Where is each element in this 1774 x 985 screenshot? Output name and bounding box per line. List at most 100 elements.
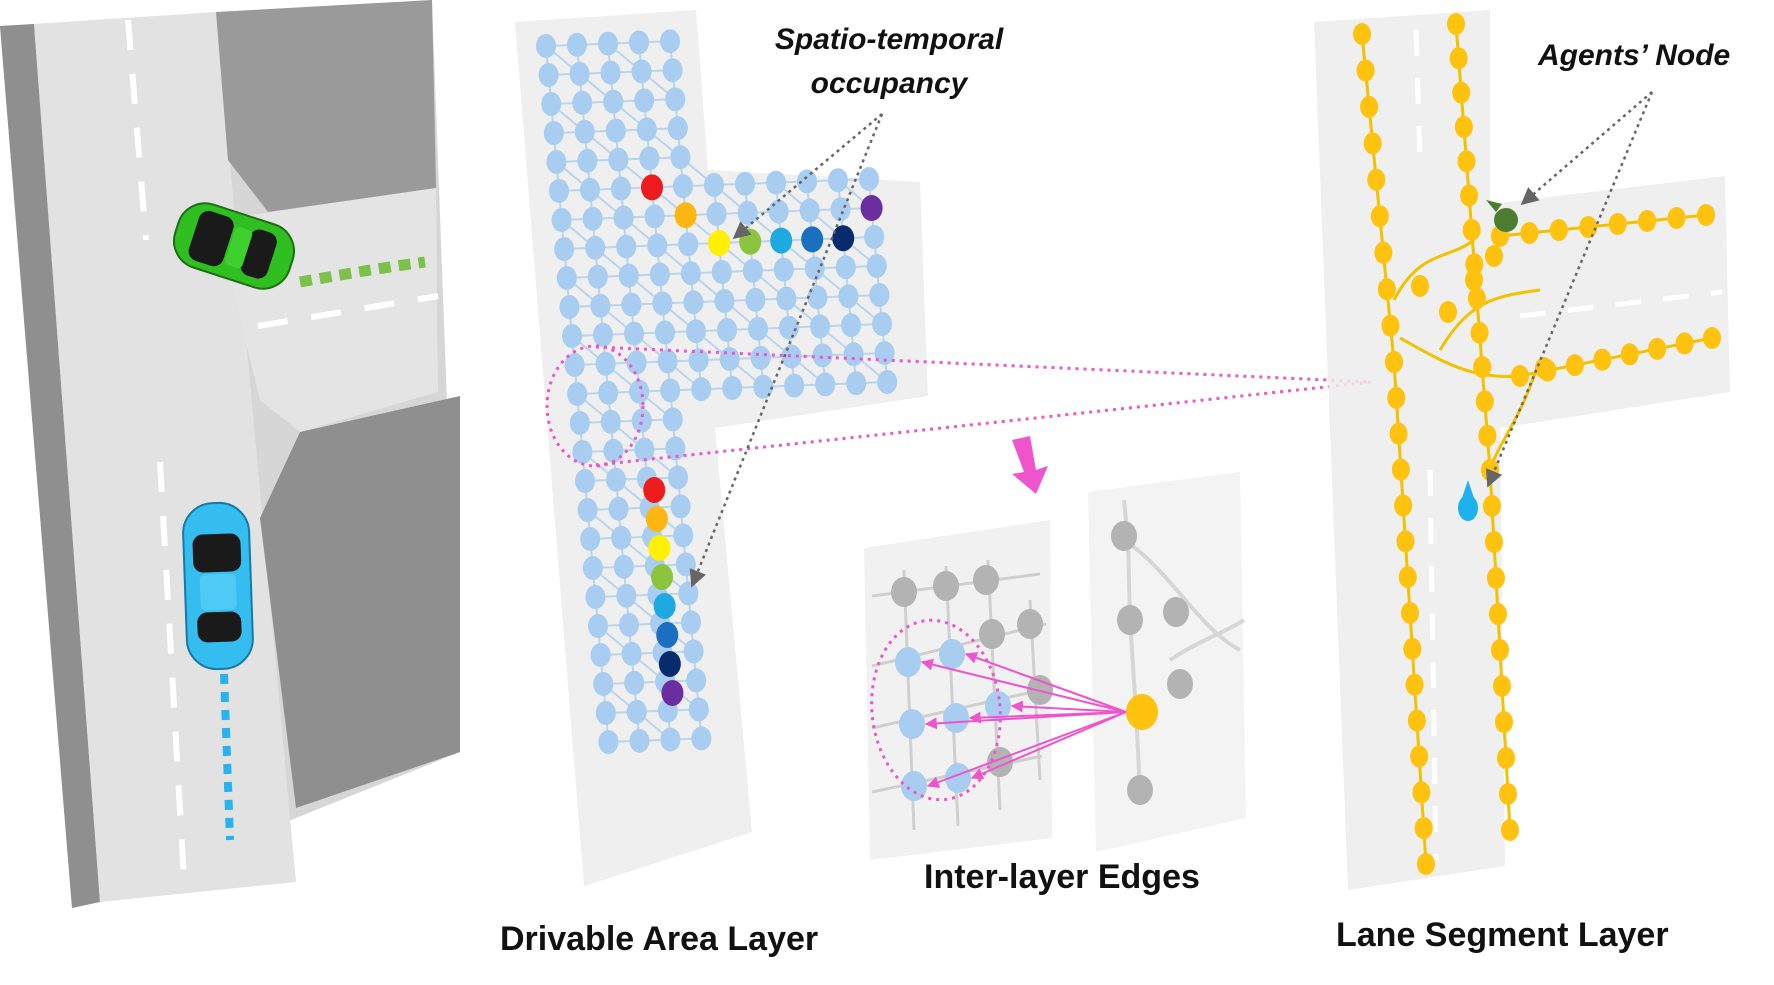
lane-node	[1489, 603, 1507, 625]
grid-node	[781, 344, 802, 369]
lane-node	[1465, 269, 1483, 291]
grid-node	[538, 63, 559, 87]
lane-node	[1389, 422, 1408, 445]
lane-node	[1412, 781, 1431, 804]
lane-node	[1491, 639, 1509, 661]
lane-node	[1473, 356, 1492, 379]
grid-node	[686, 319, 706, 344]
local-grid-node	[901, 771, 927, 801]
grid-node	[711, 260, 732, 284]
lane-node	[1356, 59, 1375, 82]
grid-node	[655, 320, 675, 345]
grid-node	[665, 436, 686, 461]
lane-node	[1405, 673, 1424, 696]
lane-node	[1411, 275, 1429, 297]
grid-node	[673, 174, 693, 199]
grid-node	[678, 581, 699, 606]
grid-node	[613, 554, 634, 579]
local-grid-node	[899, 709, 925, 739]
grid-node	[574, 119, 595, 144]
lane-node	[1667, 207, 1686, 229]
grid-node	[541, 92, 562, 116]
local-lane-node	[1127, 775, 1153, 805]
occupancy-node	[651, 563, 674, 590]
lane-segment-layer	[1314, 10, 1730, 890]
blue-agent-marker-icon	[1458, 480, 1478, 521]
drivable-area-layer	[515, 10, 928, 886]
lane-node	[1410, 745, 1429, 768]
grid-node	[616, 583, 637, 608]
grid-node	[675, 552, 696, 577]
green-agent-marker-icon	[1486, 200, 1518, 232]
grid-node	[828, 168, 848, 193]
lane-node	[1394, 494, 1413, 517]
lane-node	[1381, 314, 1400, 337]
inter-layer-edge	[968, 711, 1127, 724]
grid-node	[673, 523, 694, 548]
grid-node	[593, 322, 613, 347]
occupancy-node	[739, 228, 762, 255]
occupancy-node	[656, 621, 679, 648]
lane-node	[1367, 168, 1386, 191]
grid-node	[662, 407, 683, 432]
grid-node	[704, 173, 724, 197]
grid-node	[616, 234, 637, 259]
grid-node	[683, 639, 704, 664]
grid-node	[804, 256, 825, 281]
grid-node	[776, 286, 797, 311]
lane-node	[1370, 205, 1389, 228]
grid-node	[799, 198, 820, 223]
inter-layer-local-nodes	[891, 521, 1193, 805]
grid-node	[866, 254, 887, 278]
grid-node	[742, 258, 763, 283]
grid-node	[660, 29, 680, 54]
grid-node	[665, 87, 686, 112]
grid-node	[830, 197, 851, 222]
grid-node	[556, 266, 577, 290]
lane-node	[1414, 817, 1433, 840]
grid-node	[766, 170, 786, 195]
grid-node	[807, 285, 828, 310]
grid-node	[543, 121, 564, 145]
lane-node	[1648, 337, 1667, 360]
lane-node	[1398, 566, 1417, 589]
projection-lines	[595, 345, 1373, 467]
lane-node	[1417, 853, 1435, 875]
lane-node	[1447, 13, 1465, 35]
occupancy-node	[801, 226, 824, 253]
lane-segment-nodes	[1353, 13, 1721, 875]
occupancy-node	[648, 534, 671, 561]
lane-node	[1452, 81, 1471, 104]
lane-node	[1520, 222, 1539, 244]
lane-node	[1483, 495, 1501, 517]
grid-node	[722, 376, 743, 400]
local-lane-node	[1167, 669, 1193, 699]
grid-node	[719, 347, 740, 371]
grid-node	[585, 585, 606, 609]
lane-segment-panel	[1314, 10, 1730, 890]
lane-node	[1608, 213, 1627, 235]
lane-node	[1620, 343, 1639, 366]
grid-node	[668, 465, 688, 490]
grid-node	[626, 350, 647, 375]
grid-node	[662, 58, 683, 83]
grid-node	[554, 237, 575, 261]
local-grid-node	[945, 763, 971, 793]
occupancy-node	[770, 227, 793, 254]
grid-node	[611, 176, 631, 201]
lane-node	[1454, 115, 1473, 138]
lane-left-top	[1360, 33, 1396, 363]
occupancy-node	[658, 650, 681, 677]
grid-node	[569, 61, 590, 86]
grid-node	[580, 527, 601, 551]
annotation-arrows	[689, 91, 1654, 588]
lane-markings	[125, 19, 439, 881]
local-lane-focus-node	[1126, 694, 1158, 730]
blue-car-icon	[182, 501, 254, 671]
lane-node	[1475, 390, 1494, 413]
grid-node	[768, 199, 789, 224]
grid-node	[598, 730, 619, 754]
lane-node	[1360, 95, 1379, 118]
grid-node	[835, 255, 856, 280]
grid-node	[797, 169, 817, 194]
